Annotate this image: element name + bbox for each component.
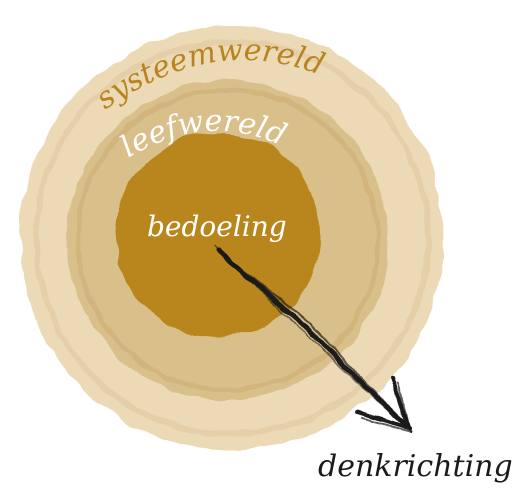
ring-bedoeling xyxy=(116,133,320,337)
arrow-head-lower xyxy=(356,410,410,430)
arrow-shaft-texture xyxy=(223,253,405,423)
arrow-shaft-texture-2 xyxy=(213,245,411,433)
arrow-head-lower-2 xyxy=(361,417,411,433)
arrow-head-upper xyxy=(390,376,410,430)
ring-systeemwereld-stroke xyxy=(33,39,431,437)
arrow-head-upper-2 xyxy=(397,382,411,433)
arrow-shaft xyxy=(215,247,411,431)
label-bedoeling: bedoeling xyxy=(147,210,287,243)
arrow-denkrichting xyxy=(213,245,411,433)
ring-leefwereld-stroke xyxy=(75,87,381,393)
label-denkrichting: denkrichting xyxy=(318,449,513,484)
